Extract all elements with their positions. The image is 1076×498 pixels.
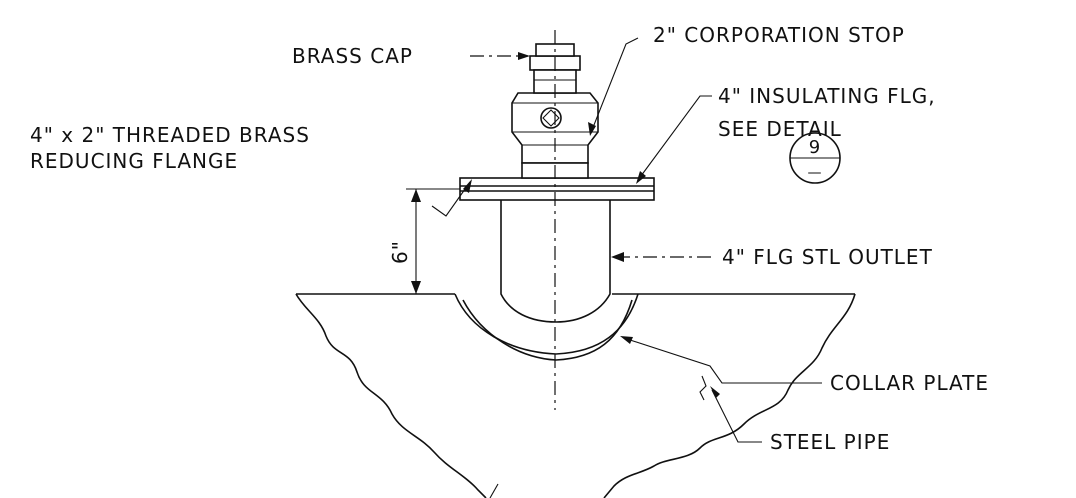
detail-sheet: —	[808, 165, 823, 181]
dimension-6in: 6"	[296, 188, 460, 295]
dimension-label: 6"	[388, 240, 412, 264]
detail-callout-bubble: 9 —	[789, 132, 841, 184]
detail-number: 9	[809, 137, 821, 158]
label-corporation-stop: 2" CORPORATION STOP	[653, 23, 905, 47]
collar-plate	[454, 293, 639, 361]
label-insulating-flg-1: 4" INSULATING FLG,	[718, 84, 936, 108]
label-reducing-flange-2: REDUCING FLANGE	[30, 149, 238, 173]
label-insulating-flg-2: SEE DETAIL	[718, 117, 842, 141]
label-brass-cap: BRASS CAP	[292, 44, 413, 68]
leader-lines	[431, 37, 822, 443]
flg-stl-outlet	[500, 200, 611, 323]
label-reducing-flange-1: 4" x 2" THREADED BRASS	[30, 123, 310, 147]
label-collar-plate: COLLAR PLATE	[830, 371, 989, 395]
label-outlet: 4" FLG STL OUTLET	[722, 245, 933, 269]
flange-assembly	[459, 177, 655, 201]
steel-pipe-body	[295, 293, 856, 498]
label-steel-pipe: STEEL PIPE	[770, 430, 890, 454]
